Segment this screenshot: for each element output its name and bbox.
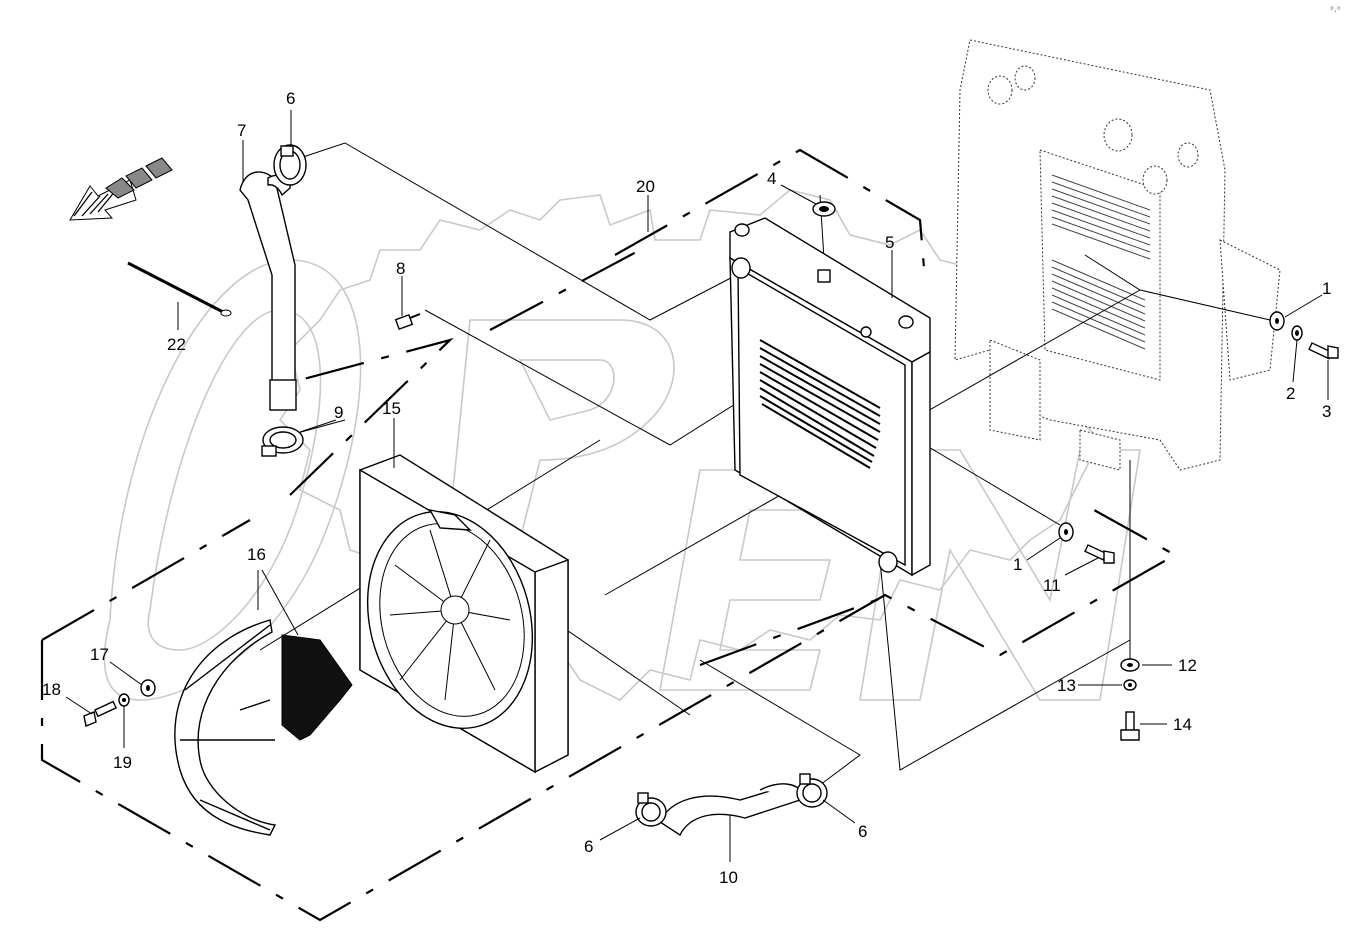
washer-17-icon	[140, 679, 156, 697]
hose-clamp-lower-right	[796, 773, 828, 808]
corner-mark: °∙°	[1330, 6, 1341, 17]
hose-clamp-lower-left	[635, 792, 667, 827]
callout-5: 5	[885, 233, 894, 252]
fan-shroud	[359, 454, 569, 774]
bolt-11-icon	[1084, 544, 1115, 564]
callout-18: 18	[42, 680, 61, 699]
fan-guard	[174, 619, 353, 836]
washer-1a-icon	[1269, 311, 1285, 331]
lock-washer-2-icon	[1291, 325, 1303, 341]
radiator	[729, 217, 931, 577]
assembly-outline-lines	[40, 148, 1178, 922]
temperature-sensor	[394, 313, 421, 330]
callout-3: 3	[1322, 402, 1331, 421]
callout-14: 14	[1173, 715, 1192, 734]
washer-12-icon	[1120, 658, 1140, 672]
callout-9: 9	[334, 403, 343, 422]
callout-10: 10	[719, 868, 738, 887]
callout-2: 2	[1286, 384, 1295, 403]
callout-17: 17	[90, 645, 109, 664]
direction-arrow-icon	[69, 157, 173, 221]
engine-block	[954, 39, 1281, 471]
lock-washer-13-icon	[1123, 679, 1137, 691]
bolt-3-icon	[1308, 342, 1339, 360]
upper-hose	[239, 171, 297, 411]
callout-15: 15	[382, 399, 401, 418]
callout-16: 16	[247, 545, 266, 564]
callout-20: 20	[636, 177, 655, 196]
callout-8: 8	[396, 259, 405, 278]
hose-clamp-top	[273, 144, 307, 186]
cable-tie	[127, 261, 232, 317]
callout-13: 13	[1057, 676, 1076, 695]
callout-labels: 1 2 3 4 5 6 7 8 9 20 22 15 16 17 18 19 1…	[42, 89, 1331, 887]
callout-7: 7	[237, 121, 246, 140]
callout-4: 4	[767, 169, 776, 188]
callout-6c: 6	[858, 822, 867, 841]
callout-12: 12	[1178, 656, 1197, 675]
lock-washer-19-icon	[118, 693, 130, 707]
hose-clamp-9	[261, 426, 304, 457]
callout-6b: 6	[584, 837, 593, 856]
callout-1a: 1	[1322, 279, 1331, 298]
callout-leaders	[65, 110, 1329, 862]
callout-1b: 1	[1013, 555, 1022, 574]
callout-6a: 6	[286, 89, 295, 108]
bolt-14-icon	[1120, 711, 1140, 741]
radiator-cap	[812, 201, 836, 283]
callout-11: 11	[1043, 576, 1061, 595]
lower-hose	[659, 783, 806, 837]
callout-22: 22	[167, 335, 186, 354]
bolt-18-icon	[83, 700, 118, 727]
washer-1b-icon	[1058, 522, 1074, 542]
callout-19: 19	[113, 753, 132, 772]
